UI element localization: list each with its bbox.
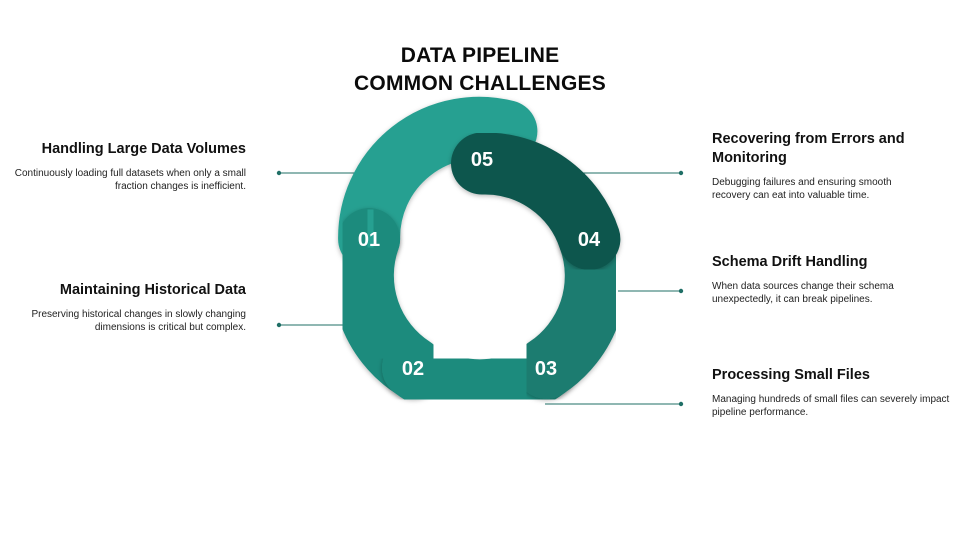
challenge-02-description: Preserving historical changes in slowly … [31, 309, 246, 333]
challenge-04: Schema Drift Handling When data sources … [712, 253, 952, 306]
connector-04-dot [678, 288, 684, 294]
diagram-title: DATA PIPELINE COMMON CHALLENGES [0, 42, 960, 98]
challenge-03: Processing Small Files Managing hundreds… [712, 366, 952, 419]
challenge-01-title: Handling Large Data Volumes [41, 141, 246, 157]
title-line-2: COMMON CHALLENGES [354, 72, 606, 95]
connector-01-dot [276, 170, 282, 176]
challenge-05: Recovering from Errors and Monitoring De… [712, 130, 922, 202]
challenge-01: Handling Large Data Volumes Continuously… [6, 140, 246, 193]
connector-03-dot [678, 401, 684, 407]
segment-number-01: 01 [358, 229, 380, 251]
ring-segment-05 [451, 132, 621, 270]
title-line-1: DATA PIPELINE [400, 44, 560, 67]
challenge-02: Maintaining Historical Data Preserving h… [6, 281, 246, 334]
segment-number-05: 05 [471, 149, 493, 171]
connector-05-dot [678, 170, 684, 176]
segment-number-02: 02 [402, 358, 424, 380]
challenge-03-description: Managing hundreds of small files can sev… [712, 394, 950, 418]
challenge-04-description: When data sources change their schema un… [712, 281, 894, 305]
segment-number-04: 04 [578, 229, 601, 251]
challenge-03-title: Processing Small Files [712, 367, 870, 383]
connector-02-dot [276, 322, 282, 328]
segment-number-03: 03 [535, 358, 557, 380]
ring-segments [331, 96, 627, 422]
challenge-02-title: Maintaining Historical Data [59, 282, 246, 298]
challenge-05-description: Debugging failures and ensuring smooth r… [712, 177, 892, 201]
segment-numbers: 01 02 03 04 05 [358, 149, 601, 380]
challenge-04-title: Schema Drift Handling [712, 254, 868, 270]
challenge-01-description: Continuously loading full datasets when … [14, 168, 246, 192]
challenge-05-title: Recovering from Errors and Monitoring [712, 131, 905, 166]
ring-segment-01-cap [338, 187, 403, 270]
